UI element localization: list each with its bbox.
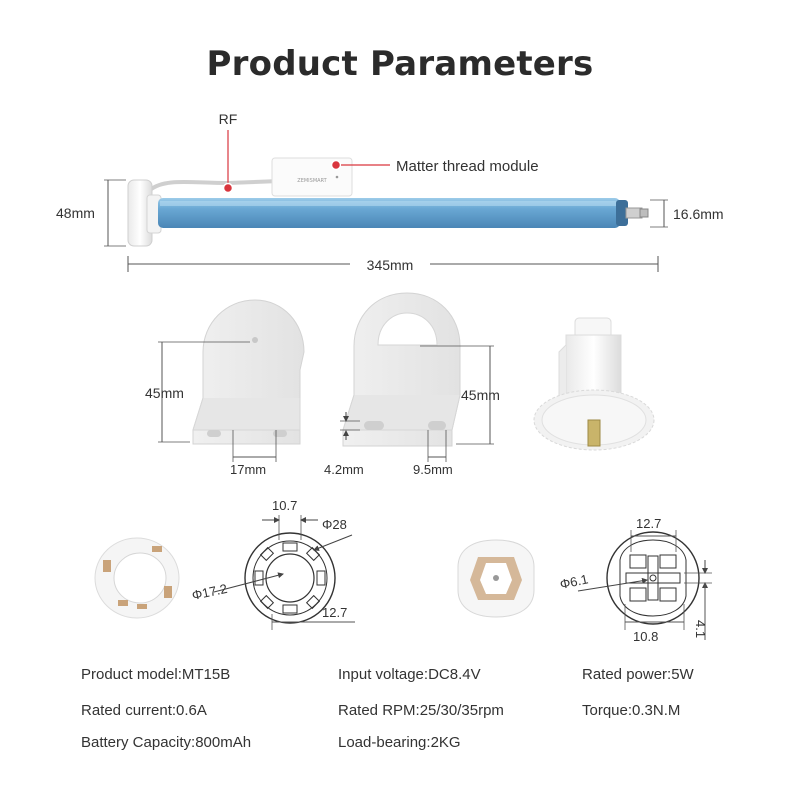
- gap-label: 4.2mm: [324, 462, 364, 477]
- spec-load-bearing: Load-bearing:2KG: [338, 734, 461, 751]
- bracket-slot: [364, 421, 384, 430]
- mounting-bracket-left: 45mm 17mm: [145, 299, 305, 477]
- page-title: Product Parameters: [206, 44, 594, 84]
- module-marker: [330, 159, 342, 171]
- left-bracket-height-label: 45mm: [145, 385, 184, 401]
- slot-width-label: 9.5mm: [413, 462, 453, 477]
- drive-adapter-drawing: 12.7 Φ6.1 10.8 4.1: [559, 516, 712, 644]
- tubular-motor: ZEMISMART RF Matter thread module 48mm 1…: [56, 111, 724, 273]
- module-label: Matter thread module: [396, 158, 539, 175]
- gear-end-adapter: [533, 317, 655, 451]
- drive-hole-diameter: Φ6.1: [559, 571, 590, 592]
- drive-top-dimension: 12.7: [636, 516, 661, 531]
- module-brand: ZEMISMART: [297, 178, 327, 184]
- crown-inner-diameter: Φ17.2: [191, 581, 229, 603]
- right-bracket-height-label: 45mm: [461, 387, 500, 403]
- bracket-hole: [207, 430, 221, 437]
- bracket-hole: [273, 430, 287, 437]
- spec-rated-current: Rated current:0.6A: [81, 702, 207, 719]
- spec-rated-rpm: Rated RPM:25/30/35rpm: [338, 702, 504, 719]
- spec-input-voltage: Input voltage:DC8.4V: [338, 666, 481, 683]
- mounting-bracket-right: 45mm 4.2mm 9.5mm: [324, 292, 500, 477]
- shaft-dimension-label: 16.6mm: [673, 206, 724, 222]
- rf-label: RF: [219, 111, 238, 127]
- crown-adapter-photo: [94, 537, 180, 619]
- crown-bottom-dimension: 12.7: [322, 605, 347, 620]
- gear-shaft: [587, 419, 601, 447]
- motor-height-label: 48mm: [56, 205, 95, 221]
- motor-length-label: 345mm: [367, 257, 414, 273]
- drive-adapter-photo: [457, 539, 535, 618]
- spec-torque: Torque:0.3N.M: [582, 702, 681, 719]
- crown-adapter-drawing: 10.7 Φ28 Φ17.2 12.7: [191, 498, 355, 630]
- spec-product-model: Product model:MT15B: [81, 666, 231, 683]
- crown-top-dimension: 10.7: [272, 498, 297, 513]
- drive-bottom-dimension: 10.8: [633, 629, 658, 644]
- spec-rated-power: Rated power:5W: [582, 666, 694, 683]
- rf-cable: [148, 179, 281, 192]
- drive-side-dimension: 4.1: [693, 620, 708, 638]
- rf-marker: [222, 182, 234, 194]
- bracket-slot: [428, 421, 446, 430]
- spec-battery-capacity: Battery Capacity:800mAh: [81, 734, 252, 751]
- crown-outer-diameter: Φ28: [322, 517, 347, 532]
- hole-spacing-label: 17mm: [230, 462, 266, 477]
